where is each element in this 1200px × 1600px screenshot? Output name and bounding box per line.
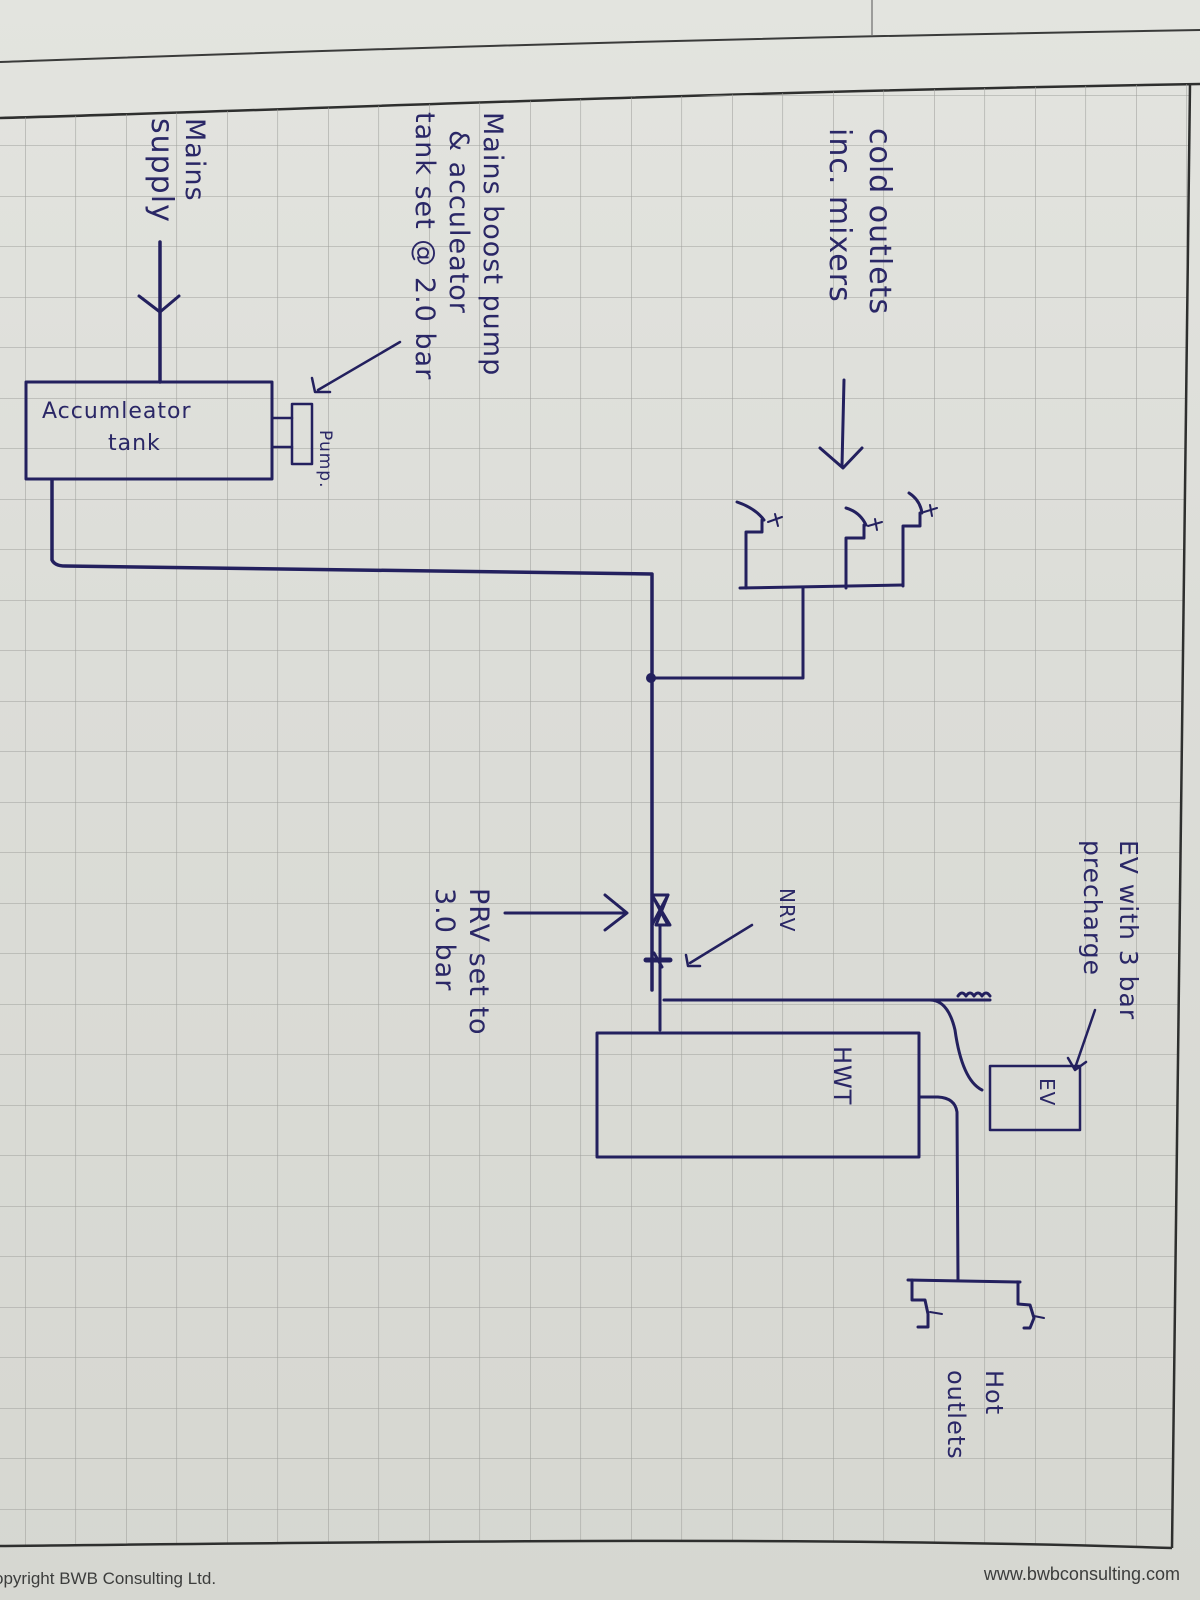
pump-label: Pump. (315, 430, 335, 488)
boost-pump-note-2: & acculeator (443, 130, 474, 314)
hwt-box (595, 1031, 921, 1159)
prv-note-2: 3.0 bar (429, 888, 460, 991)
ev-note-2: precharge (1078, 840, 1107, 976)
cold-outlets-arrow-icon (818, 446, 864, 470)
labels: Mains supply Mains boost pump & acculeat… (42, 112, 1143, 1460)
boost-pump-note-3: tank set @ 2.0 bar (409, 112, 440, 380)
hot-flow-pipe (917, 1095, 960, 1282)
accumulator-tank-label-2: tank (108, 431, 161, 456)
nrv-arrow-icon (684, 953, 702, 968)
ev-box (988, 1064, 1082, 1132)
cold-outlets-label-1: cold outlets (862, 128, 897, 315)
mains-flow-arrow-icon (137, 294, 181, 314)
hwt-label: HWT (828, 1046, 856, 1105)
pipework (24, 240, 1097, 1330)
boost-pump-note-1: Mains boost pump (477, 112, 508, 376)
mains-supply-label-1: Mains (179, 118, 210, 202)
accumulator-tank-label-1: Accumleator (42, 399, 192, 424)
hot-outlet-tap-icon (1016, 1280, 1036, 1330)
hot-manifold (906, 1278, 1022, 1284)
cold-outlet-tap-icon (735, 500, 766, 522)
ev-label: EV (1035, 1078, 1059, 1106)
relief-discharge-icon (956, 991, 992, 998)
pump-symbol (290, 402, 314, 466)
hot-outlet-tap-icon (910, 1278, 930, 1329)
mains-supply-label-2: supply (144, 118, 179, 223)
hot-outlets-label-2: outlets (942, 1370, 970, 1460)
footer-website: www.bwbconsulting.com (983, 1564, 1180, 1584)
hot-outlets-label-1: Hot (980, 1370, 1008, 1415)
nrv-label: NRV (775, 888, 799, 932)
cold-manifold (738, 583, 905, 590)
footer-copyright: opyright BWB Consulting Ltd. (0, 1569, 217, 1588)
cold-outlet-tap-icon (907, 491, 924, 515)
prv-note-1: PRV set to (463, 888, 494, 1036)
ev-note-1: EV with 3 bar (1114, 840, 1143, 1020)
prv-arrow-icon (603, 893, 629, 932)
accumulator-tank-box (24, 380, 274, 481)
boost-pump-arrow-icon (310, 376, 332, 394)
ev-arrow-icon (1066, 1056, 1088, 1072)
cold-branch-pipe (650, 586, 805, 680)
grid-area (0, 83, 1192, 1550)
cold-outlets-label-2: inc. mixers (822, 128, 857, 303)
main-cold-pipe (50, 478, 654, 992)
cold-outlet-tap-icon (844, 506, 868, 527)
